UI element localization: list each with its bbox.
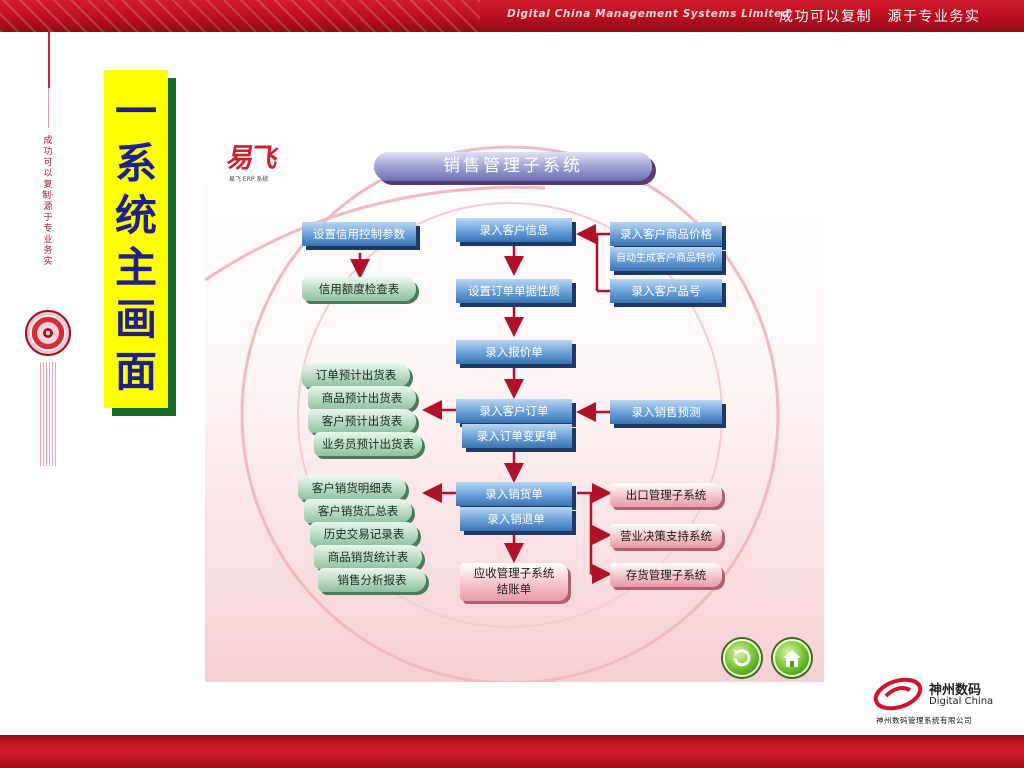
customer-sales-detail-button[interactable]: 客户销货明细表: [298, 476, 406, 500]
footer-band: [0, 735, 1024, 768]
customer-item-no-button[interactable]: 录入客户品号: [610, 279, 722, 303]
customer-forecast-report-button[interactable]: 客户预计出货表: [308, 409, 416, 433]
auto-special-price-button[interactable]: 自动生成客户商品特价: [610, 247, 722, 271]
export-subsystem-button[interactable]: 出口管理子系统: [610, 483, 722, 507]
inventory-subsystem-button[interactable]: 存货管理子系统: [610, 563, 722, 587]
ar-settlement-line1: 应收管理子系统: [473, 566, 555, 580]
credit-check-report-button[interactable]: 信用额度检查表: [302, 277, 416, 301]
erp-logo: 易飞 易飞 ERP 系统: [224, 143, 295, 184]
history-trade-report-button[interactable]: 历史交易记录表: [310, 522, 418, 546]
erp-logo-mark: 易飞: [224, 143, 278, 174]
digital-china-cn: 神州数码: [929, 683, 982, 698]
header-pattern: [0, 0, 480, 32]
refresh-back-icon: [733, 649, 751, 667]
ar-settlement-line2: 结账单: [496, 582, 532, 596]
sales-slip-button[interactable]: 录入销货单: [456, 482, 572, 506]
salesman-forecast-report-button[interactable]: 业务员预计出货表: [314, 432, 422, 456]
back-button[interactable]: [723, 639, 761, 677]
left-decor-line-faded: [48, 88, 49, 128]
quotation-button[interactable]: 录入报价单: [456, 340, 572, 364]
home-icon: [783, 650, 801, 667]
digital-china-mark-icon: [873, 677, 923, 711]
sales-forecast-button[interactable]: 录入销售预测: [610, 400, 722, 424]
customer-price-button[interactable]: 录入客户商品价格: [610, 222, 722, 246]
home-button[interactable]: [773, 639, 811, 677]
cd-disc-icon: [25, 310, 71, 356]
credit-params-button[interactable]: 设置信用控制参数: [302, 222, 416, 246]
digital-china-en: Digital China: [929, 696, 994, 707]
customer-order-button[interactable]: 录入客户订单: [456, 399, 572, 423]
flowchart-lines: [205, 145, 780, 682]
header-band: Digital China Management Systems Limited…: [0, 0, 1024, 32]
item-forecast-report-button[interactable]: 商品预计出货表: [308, 386, 416, 410]
company-full-name: 神州数码管理系统有限公司: [876, 716, 972, 725]
slide-title: 一系统主画面: [114, 87, 157, 396]
order-change-button[interactable]: 录入订单变更单: [462, 424, 572, 448]
sales-analysis-report-button[interactable]: 销售分析报表: [318, 568, 426, 592]
item-sales-stats-button[interactable]: 商品销货统计表: [314, 545, 422, 569]
title-box: [104, 70, 168, 408]
left-decor-line: [48, 28, 50, 88]
customer-sales-summary-button[interactable]: 客户销货汇总表: [304, 499, 412, 523]
digital-china-logo: 神州数码 Digital China 神州数码管理系统有限公司: [872, 672, 1002, 728]
erp-logo-subtext: 易飞 ERP 系统: [229, 176, 269, 183]
order-properties-button[interactable]: 设置订单单据性质: [456, 279, 572, 303]
decision-support-button[interactable]: 营业决策支持系统: [610, 524, 722, 548]
erp-flowchart-panel: 易飞 易飞 ERP 系统 销售管理子系统 设置信用控制参数 信用额度检查表 录入…: [205, 130, 824, 682]
header-slogan: 成功可以复制 源于专业务实: [779, 9, 981, 25]
order-forecast-report-button[interactable]: 订单预计出货表: [302, 363, 410, 387]
erp-panel-title: 销售管理子系统: [374, 152, 652, 181]
company-name: Digital China Management Systems Limited: [507, 8, 790, 20]
vertical-slogan: 成功可以复制·源于专业务实: [42, 136, 54, 267]
sales-return-button[interactable]: 录入销退单: [460, 507, 572, 531]
customer-info-button[interactable]: 录入客户信息: [456, 218, 572, 242]
ar-settlement-button[interactable]: 应收管理子系统 结账单: [460, 563, 568, 601]
left-decor-stripes: [40, 362, 56, 466]
